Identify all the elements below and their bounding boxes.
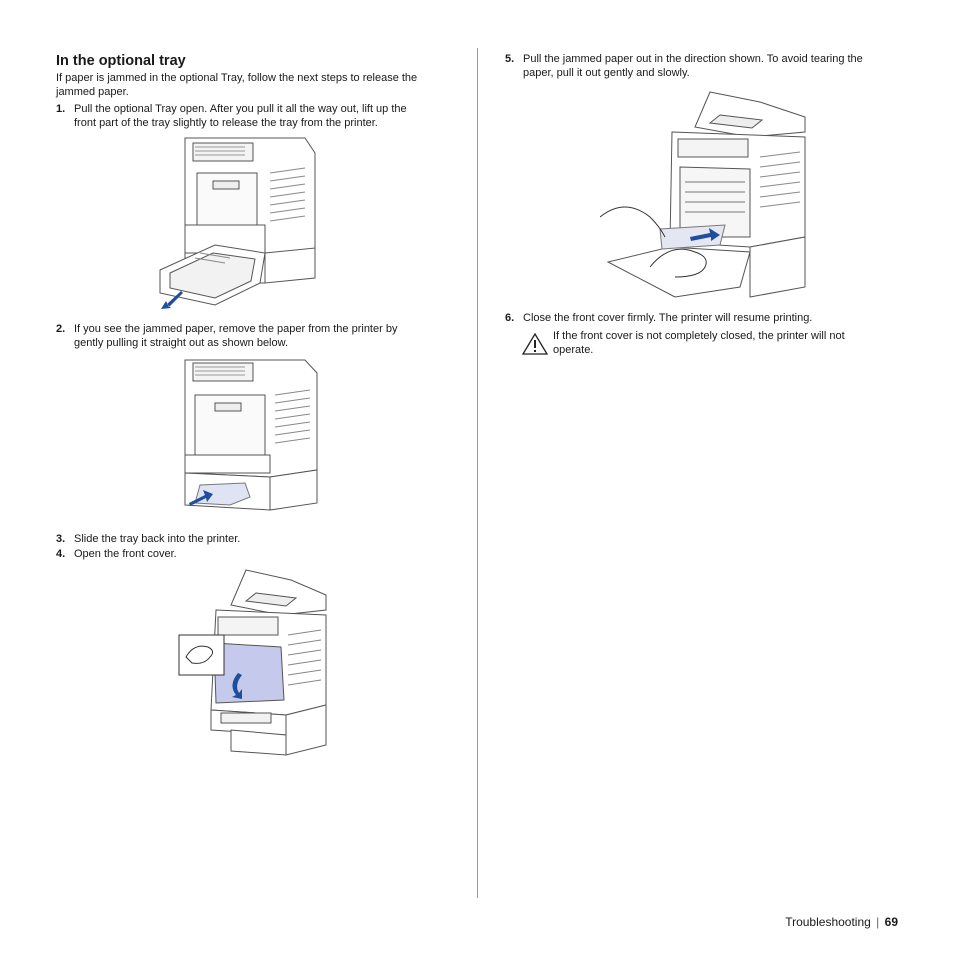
step-text-line: gently pulling it straight out as shown … (74, 336, 289, 349)
step-text-line: paper, pull it out gently and slowly. (523, 66, 690, 79)
figure-remove-jammed-paper (184, 359, 318, 511)
note-line: operate. (553, 343, 594, 356)
step-number: 6. (505, 312, 515, 324)
intro-paragraph: If paper is jammed in the optional Tray,… (56, 72, 418, 98)
note-line: If the front cover is not completely clo… (553, 330, 845, 342)
step-number: 1. (56, 103, 66, 115)
figure-tray-pulled-out (159, 137, 316, 309)
note-text: If the front cover is not completely clo… (553, 330, 898, 357)
step-number: 5. (505, 53, 515, 65)
step-text-line: If you see the jammed paper, remove the … (74, 323, 398, 335)
section-title: In the optional tray (56, 53, 186, 69)
figure-open-front-cover (178, 569, 327, 756)
step-text-line: Pull the optional Tray open. After you p… (74, 103, 407, 115)
step-text-line: front part of the tray slightly to relea… (74, 116, 378, 129)
figure-pull-jammed-paper (600, 91, 806, 298)
step-number: 3. (56, 533, 66, 545)
step-text-line: Slide the tray back into the printer. (74, 533, 241, 545)
footer-separator: | (876, 915, 880, 929)
step-number: 2. (56, 323, 66, 335)
warning-triangle-icon (522, 333, 548, 355)
column-divider (477, 48, 478, 898)
page-footer: Troubleshooting | 69 (785, 915, 898, 929)
step-text-line: Pull the jammed paper out in the directi… (523, 53, 863, 65)
page-number: 69 (884, 915, 898, 929)
step-number: 4. (56, 548, 66, 560)
step-text-line: Open the front cover. (74, 548, 177, 560)
footer-section: Troubleshooting (785, 915, 871, 929)
step-text-line: Close the front cover firmly. The printe… (523, 312, 813, 324)
